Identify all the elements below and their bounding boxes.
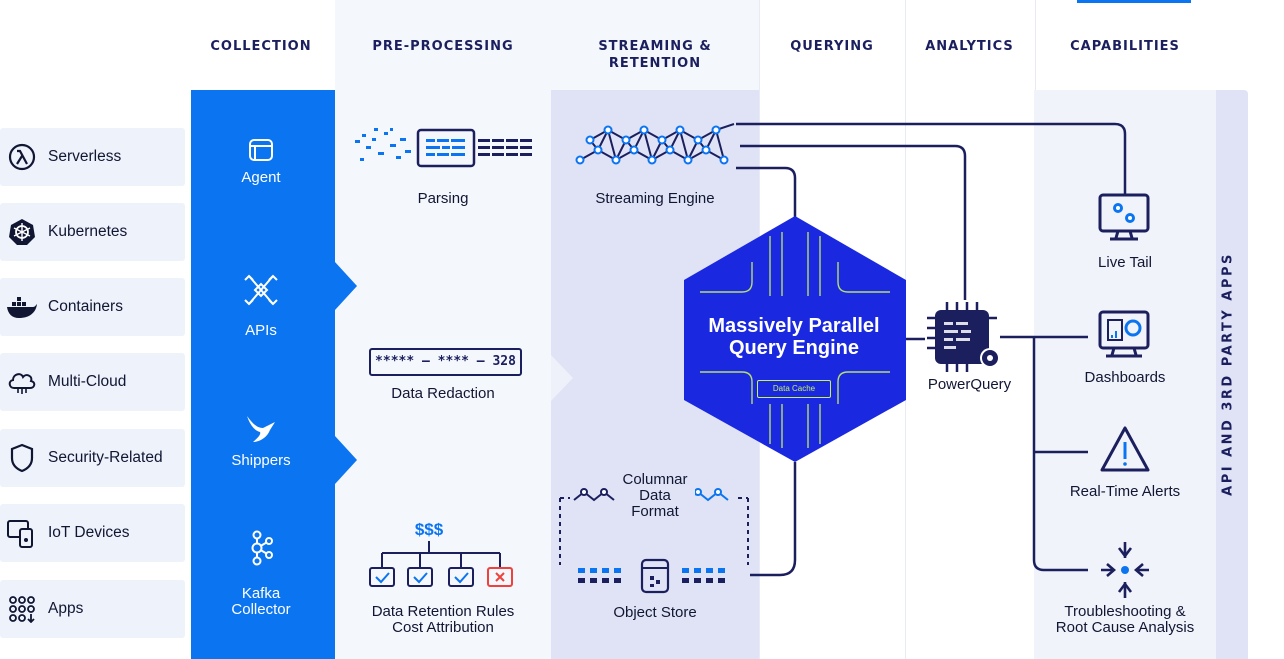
kafka-icon	[191, 530, 331, 586]
cloud-icon	[3, 363, 41, 401]
header-streaming-line1: STREAMING &	[598, 39, 712, 54]
collection-agent-label: Agent	[241, 169, 281, 186]
api-apps-label: API AND 3RD PARTY APPS	[1220, 252, 1236, 496]
iot-device-icon	[3, 514, 41, 552]
columnar-label: Columnar Data Format	[615, 472, 695, 520]
apps-grid-icon	[3, 590, 41, 628]
streaming-header-bg	[551, 0, 759, 90]
source-apps: Apps	[0, 580, 185, 638]
browser-window-icon	[191, 137, 331, 169]
columnar-line1: Columnar	[622, 471, 688, 488]
columnar-line3: Format	[631, 503, 679, 520]
retention-line1: Data Retention Rules	[371, 603, 515, 620]
columnar-line2: Data	[639, 487, 671, 504]
header-querying: QUERYING	[790, 39, 874, 54]
source-label: Containers	[48, 298, 123, 315]
source-label: Security-Related	[48, 449, 163, 466]
source-label: IoT Devices	[48, 524, 130, 541]
source-label: Serverless	[48, 148, 122, 165]
dashboards-label: Dashboards	[1084, 369, 1166, 386]
api-apps-bar	[1216, 90, 1248, 659]
source-label: Apps	[48, 600, 84, 617]
header-analytics: ANALYTICS	[925, 39, 1014, 54]
bird-icon	[191, 412, 331, 452]
query-engine-line1: Massively Parallel	[708, 315, 880, 337]
header-streaming-line2: RETENTION	[608, 56, 702, 71]
header-preprocessing: PRE-PROCESSING	[372, 39, 514, 54]
header-capabilities: CAPABILITIES	[1070, 39, 1180, 54]
shield-icon	[3, 439, 41, 477]
streaming-engine-label: Streaming Engine	[595, 190, 715, 207]
source-iot: IoT Devices	[0, 504, 185, 562]
source-containers: Containers	[0, 278, 185, 336]
source-multi-cloud: Multi-Cloud	[0, 353, 185, 411]
streaming-column-bg	[551, 90, 759, 659]
retention-label: Data Retention Rules Cost Attribution	[335, 604, 551, 636]
troubleshooting-line2: Root Cause Analysis	[1055, 619, 1195, 636]
collection-shippers-label: Shippers	[231, 452, 291, 469]
analytics-column-bg	[905, 0, 1036, 659]
source-serverless: Serverless	[0, 128, 185, 186]
collection-agent: Agent	[191, 137, 331, 186]
object-store-label: Object Store	[613, 604, 697, 621]
header-collection: COLLECTION	[210, 39, 312, 54]
collection-apis: APIs	[191, 270, 331, 339]
preprocessing-column-bg	[335, 0, 551, 659]
docker-icon	[3, 288, 41, 326]
collection-apis-label: APIs	[245, 322, 277, 339]
api-exchange-icon	[191, 270, 331, 322]
retention-line2: Cost Attribution	[392, 619, 494, 636]
collection-shippers: Shippers	[191, 412, 331, 469]
powerquery-label: PowerQuery	[927, 376, 1012, 393]
lambda-icon	[3, 138, 41, 176]
header-streaming: STREAMING & RETENTION	[551, 38, 759, 72]
query-engine-line2: Query Engine	[728, 337, 860, 359]
collection-kafka: Kafka Collector	[191, 530, 331, 618]
redaction-badge: ***** – **** – 328	[369, 348, 522, 376]
source-security: Security-Related	[0, 429, 185, 487]
troubleshooting-line1: Troubleshooting &	[1064, 603, 1186, 620]
collection-kafka-line2: Collector	[231, 601, 291, 618]
data-cache-badge: Data Cache	[757, 380, 831, 398]
collection-kafka-line1: Kafka	[241, 585, 281, 602]
alerts-label: Real-Time Alerts	[1069, 483, 1181, 500]
kubernetes-icon	[3, 213, 41, 251]
source-label: Multi-Cloud	[48, 373, 127, 390]
live-tail-label: Live Tail	[1098, 254, 1152, 271]
top-right-button[interactable]	[1077, 0, 1191, 3]
redaction-label: Data Redaction	[391, 385, 495, 402]
cost-symbol: $$$	[414, 520, 444, 539]
parsing-label: Parsing	[417, 190, 469, 207]
source-kubernetes: Kubernetes	[0, 203, 185, 261]
source-label: Kubernetes	[48, 223, 128, 240]
query-engine-title: Massively Parallel Query Engine	[683, 315, 905, 359]
troubleshooting-label: Troubleshooting & Root Cause Analysis	[1034, 604, 1216, 636]
